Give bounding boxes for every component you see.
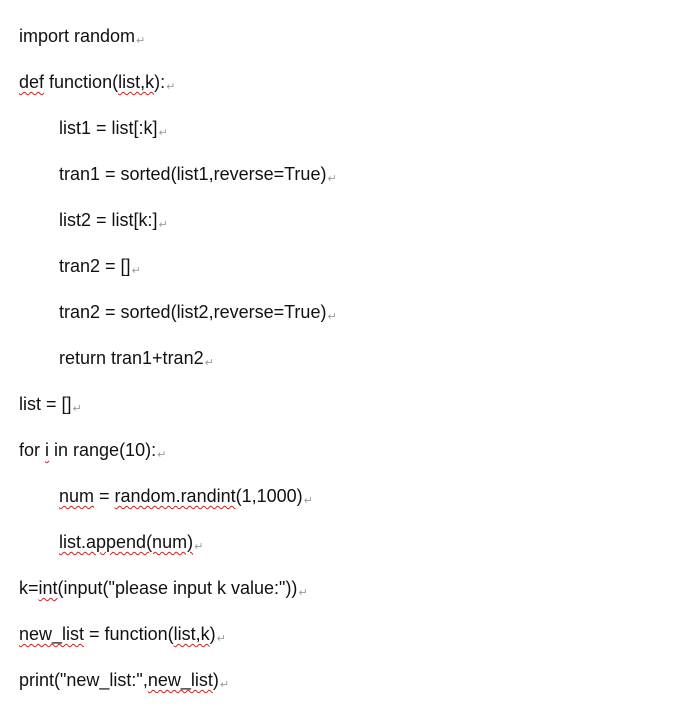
code-line: list = []↵ — [19, 392, 82, 421]
paragraph-mark-icon: ↵ — [157, 449, 167, 461]
code-text: ): — [154, 72, 166, 92]
spellcheck-flagged-text: list,k — [118, 72, 155, 92]
paragraph-mark-icon: ↵ — [194, 541, 204, 553]
code-text: ) — [209, 624, 216, 644]
paragraph-mark-icon: ↵ — [204, 357, 214, 369]
paragraph-mark-icon: ↵ — [298, 587, 308, 599]
paragraph-mark-icon: ↵ — [166, 81, 176, 93]
code-text: print("new_list:", — [19, 670, 148, 690]
code-line: for i in range(10):↵ — [19, 438, 166, 467]
spellcheck-flagged-text: list,k — [173, 624, 210, 644]
paragraph-mark-icon: ↵ — [327, 173, 337, 185]
paragraph-mark-icon: ↵ — [327, 311, 337, 323]
code-text: list1 = list[:k] — [59, 118, 158, 138]
code-line: new_list = function(list,k)↵ — [19, 622, 226, 651]
code-line: list1 = list[:k]↵ — [59, 116, 168, 145]
code-line: tran1 = sorted(list1,reverse=True)↵ — [59, 162, 337, 191]
spellcheck-flagged-text: num — [59, 486, 95, 506]
paragraph-mark-icon: ↵ — [303, 495, 313, 507]
code-line: tran2 = []↵ — [59, 254, 141, 283]
code-line: print("new_list:",new_list)↵ — [19, 668, 229, 697]
code-text: list = [] — [19, 394, 72, 414]
paragraph-mark-icon: ↵ — [219, 679, 230, 691]
spellcheck-flagged-text: int — [38, 578, 58, 598]
spellcheck-flagged-text: list.append(num) — [59, 532, 194, 552]
paragraph-mark-icon: ↵ — [72, 403, 82, 415]
code-text: k= — [19, 578, 39, 598]
code-text: (input("please input k value:")) — [57, 578, 298, 598]
code-text: tran2 = [] — [59, 256, 131, 276]
paragraph-mark-icon: ↵ — [136, 35, 146, 47]
paragraph-mark-icon: ↵ — [158, 219, 168, 231]
code-text: tran1 = sorted(list1,reverse=True) — [59, 164, 327, 184]
spellcheck-flagged-text: random.randint — [114, 486, 236, 506]
code-line: def function(list,k):↵ — [19, 70, 175, 99]
code-text: for — [19, 440, 46, 460]
code-line: list.append(num)↵ — [59, 530, 203, 559]
code-line: import random↵ — [19, 24, 145, 53]
code-line: tran2 = sorted(list2,reverse=True)↵ — [59, 300, 337, 329]
spellcheck-flagged-text: new_list — [19, 624, 85, 644]
code-text: in range(10): — [49, 440, 157, 460]
code-text: = function( — [84, 624, 174, 644]
paragraph-mark-icon: ↵ — [216, 633, 226, 645]
paragraph-mark-icon: ↵ — [158, 127, 168, 139]
code-text: return tran1+tran2 — [59, 348, 204, 368]
code-text: (1,1000) — [235, 486, 303, 506]
code-text: function( — [44, 72, 119, 92]
code-line: k=int(input("please input k value:"))↵ — [19, 576, 308, 605]
code-text: import random — [19, 26, 136, 46]
code-text: ) — [212, 670, 219, 690]
code-line: num = random.randint(1,1000)↵ — [59, 484, 313, 513]
spellcheck-flagged-text: def — [19, 72, 45, 92]
code-text: = — [94, 486, 115, 506]
code-line: list2 = list[k:]↵ — [59, 208, 168, 237]
code-line: return tran1+tran2↵ — [59, 346, 214, 375]
paragraph-mark-icon: ↵ — [131, 265, 141, 277]
spellcheck-flagged-text: i — [45, 440, 50, 460]
code-text: list2 = list[k:] — [59, 210, 158, 230]
code-text: tran2 = sorted(list2,reverse=True) — [59, 302, 327, 322]
spellcheck-flagged-text: new_list — [147, 670, 213, 690]
